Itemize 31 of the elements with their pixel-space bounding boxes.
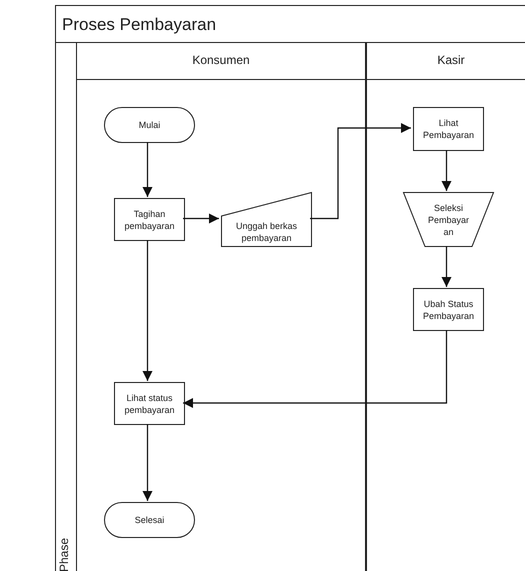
pool-frame [55,5,525,571]
node-label: Unggah berkas pembayaran [234,220,298,244]
node-label: Selesai [134,514,164,526]
node-label: Ubah Status Pembayaran [422,298,476,322]
arrow [310,123,411,220]
terminator-shape [104,502,195,538]
arrow [142,240,152,381]
arrow [142,424,152,501]
arrow [442,150,452,191]
manual-input-shape [221,192,312,247]
terminator-shape [104,107,195,143]
phase-label: Phase [57,538,71,571]
node-label: Mulai [138,119,160,131]
lane-header: Kasir [436,53,466,67]
process-box [413,107,484,151]
arrow [183,214,219,224]
node-label: Lihat Pembayaran [422,117,476,141]
lane-header: Konsumen [191,53,251,67]
node-label: Seleksi Pembayaran [426,202,470,238]
manual-operation-shape [403,192,494,247]
swimlane [366,43,525,571]
node-label: Tagihan pembayaran [123,208,176,232]
pool-title: Proses Pembayaran [62,15,216,35]
process-box [114,382,185,425]
arrow [442,246,452,287]
swimlane [76,43,366,571]
process-box [413,288,484,331]
process-box [114,198,185,241]
node-label: Lihat status pembayaran [123,392,176,416]
arrow [183,330,448,408]
arrow [142,142,152,197]
